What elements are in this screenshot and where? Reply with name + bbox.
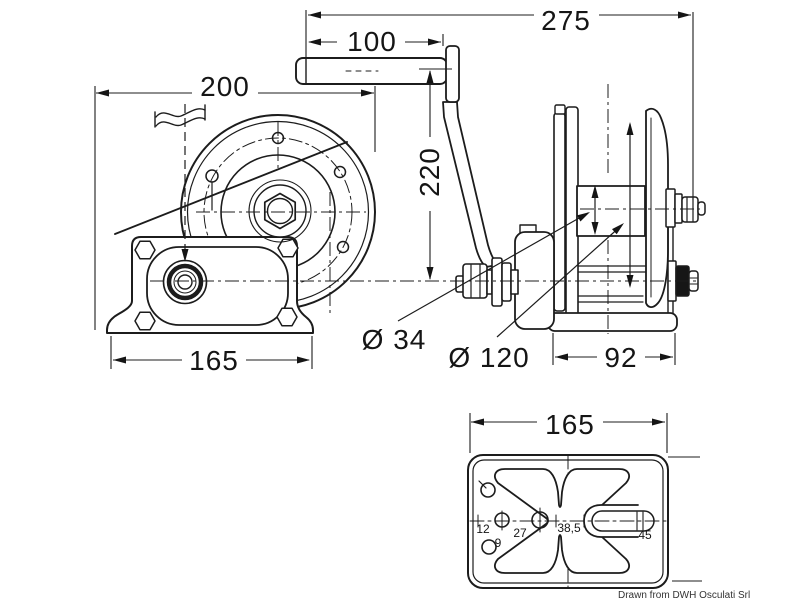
bracket-edge-line	[114, 141, 348, 235]
crank-arm	[442, 101, 498, 268]
frame-band	[555, 265, 673, 303]
drum-shaft-nut	[248, 179, 312, 243]
dim-grip-length-label: 100	[347, 26, 397, 57]
drawing-credit: Drawn from DWH Osculati Srl	[618, 590, 750, 600]
bolt-hole	[333, 165, 347, 179]
plate-top-cap	[554, 104, 566, 115]
plate-dim-12: 12	[476, 522, 490, 536]
bottom-view	[467, 454, 669, 589]
dim-plate-width-bottom-label: 165	[545, 409, 595, 440]
mount-hole	[481, 539, 497, 555]
dim-ticks	[477, 507, 585, 533]
grip-flange-disc	[445, 45, 460, 103]
crank-shaft-hub	[162, 259, 208, 305]
handle-grip	[295, 45, 460, 103]
strap-line	[181, 104, 189, 262]
leader-flange-diameter	[496, 224, 623, 338]
plate-hole-dimension-labels: 12 27 38,5 9 45	[476, 521, 652, 550]
crank-hub-stack	[455, 257, 519, 307]
housing-corner-bolts	[134, 238, 299, 331]
dim-overall-length-label: 275	[541, 5, 591, 36]
dim-front-width-label: 200	[200, 71, 250, 102]
bolt-hole	[336, 240, 350, 254]
plate-dim-38-5: 38,5	[557, 521, 581, 535]
plate-dim-27: 27	[513, 526, 527, 540]
pawl-pin-hole	[205, 169, 219, 183]
x-cutout	[494, 468, 630, 574]
housing-face-plate	[146, 246, 289, 326]
plate-dim-9: 9	[495, 536, 502, 550]
drum-core	[576, 185, 646, 237]
dimension-labels: 275 100 200 220 Ø 34 Ø 120 92 165 165	[189, 5, 637, 440]
dimension-lines	[94, 10, 702, 582]
slot-pin-lines	[636, 511, 644, 531]
measure-lines	[397, 122, 634, 338]
dim-handle-height-label: 220	[414, 147, 445, 197]
side-view	[442, 101, 706, 332]
center-lines	[150, 84, 700, 334]
hole-notch	[478, 480, 487, 489]
side-base-plate	[547, 312, 678, 332]
dim-drum-core-diameter-label: Ø 34	[362, 324, 427, 355]
strap-break-symbol	[154, 104, 206, 128]
dim-base-width-front-label: 165	[189, 345, 239, 376]
leader-drum-diameter	[397, 212, 589, 322]
dim-base-depth-label: 92	[604, 342, 637, 373]
plate-dim-45: 45	[638, 528, 652, 542]
drum-right-flange	[645, 107, 669, 309]
front-view	[106, 104, 376, 334]
upper-axle-bolt	[665, 188, 706, 228]
dim-flange-diameter-label: Ø 120	[448, 342, 529, 373]
mount-hole	[480, 482, 496, 498]
